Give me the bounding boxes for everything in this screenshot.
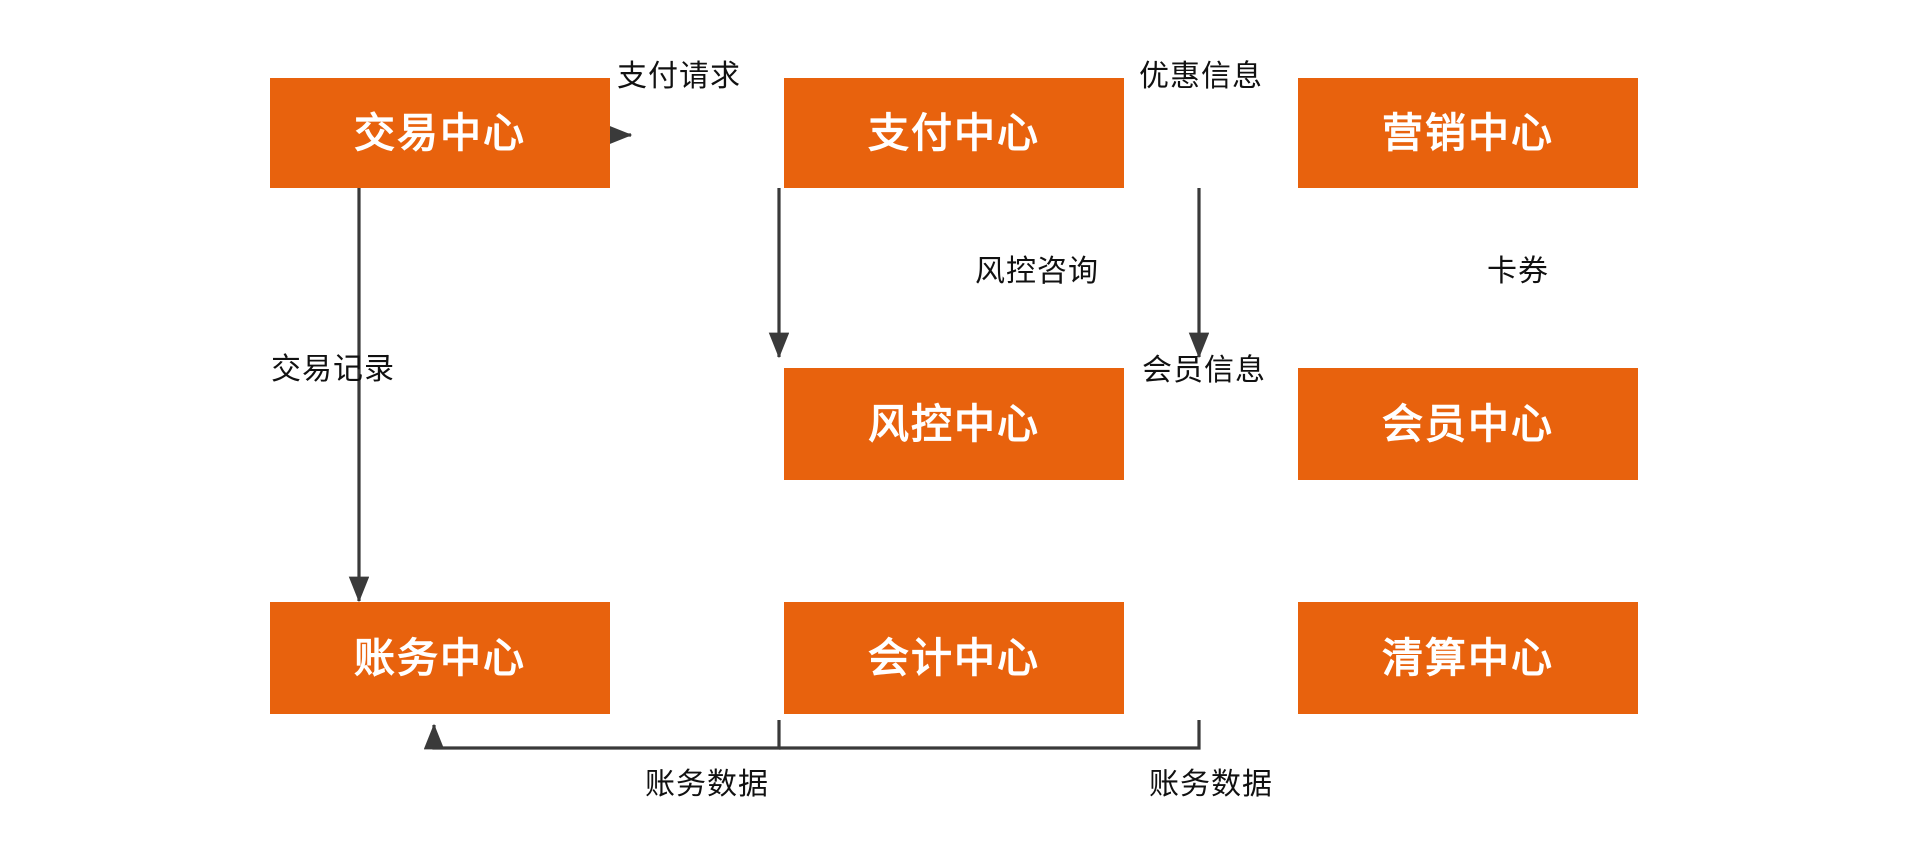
- node-payment-center[interactable]: 支付中心: [784, 78, 1124, 188]
- node-label: 风控中心: [868, 400, 1040, 447]
- edge-label-member-info: 会员信息: [1142, 354, 1266, 387]
- edge-label-account-data-right: 账务数据: [1149, 768, 1273, 801]
- node-account-center[interactable]: 账务中心: [270, 602, 610, 714]
- edge-label-trade-record: 交易记录: [271, 353, 395, 386]
- edge-label-promotion-info: 优惠信息: [1139, 60, 1263, 93]
- node-label: 账务中心: [354, 634, 526, 681]
- node-label: 营销中心: [1382, 109, 1554, 156]
- node-risk-center[interactable]: 风控中心: [784, 368, 1124, 480]
- edge-label-coupon: 卡券: [1487, 255, 1549, 288]
- node-accounting-center[interactable]: 会计中心: [784, 602, 1124, 714]
- node-label: 交易中心: [354, 109, 526, 156]
- edge-label-risk-consult: 风控咨询: [975, 255, 1099, 288]
- node-label: 支付中心: [868, 109, 1040, 156]
- node-marketing-center[interactable]: 营销中心: [1298, 78, 1638, 188]
- edge-accounting-to-account: [423, 720, 781, 750]
- node-label: 会计中心: [868, 634, 1040, 681]
- node-settlement-center[interactable]: 清算中心: [1298, 602, 1638, 714]
- node-label: 清算中心: [1382, 634, 1554, 681]
- edge-label-account-data-left: 账务数据: [645, 768, 769, 801]
- node-trade-center[interactable]: 交易中心: [270, 78, 610, 188]
- node-label: 会员中心: [1382, 400, 1554, 447]
- edge-settlement-to-account: [779, 720, 1201, 750]
- edge-label-payment-request: 支付请求: [617, 60, 741, 93]
- node-member-center[interactable]: 会员中心: [1298, 368, 1638, 480]
